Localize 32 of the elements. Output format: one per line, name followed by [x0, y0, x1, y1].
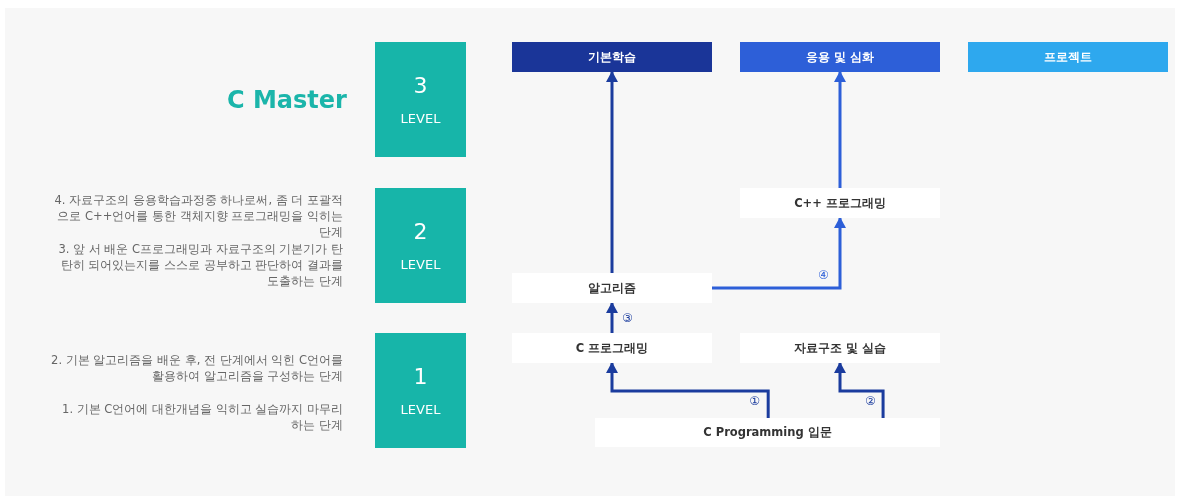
category-header: 프로젝트 — [968, 42, 1168, 72]
category-header: 응용 및 심화 — [740, 42, 940, 72]
level-number: 2 — [413, 219, 428, 245]
level-label: LEVEL — [400, 402, 441, 417]
level-box — [375, 42, 466, 157]
edge-label: ① — [748, 394, 761, 408]
level-box — [375, 333, 466, 448]
arrow — [712, 217, 846, 290]
step-box: 알고리즘 — [512, 273, 712, 303]
category-header: 기본학습 — [512, 42, 712, 72]
step-box: C 프로그래밍 — [512, 333, 712, 363]
arrow — [606, 302, 618, 333]
level-label: LEVEL — [400, 111, 441, 126]
arrow — [606, 71, 618, 273]
edge-label: ② — [864, 394, 877, 408]
step-box: 자료구조 및 실습 — [740, 333, 940, 363]
arrow — [834, 71, 846, 188]
level-box — [375, 188, 466, 303]
description-text: 2. 기본 알고리즘을 배운 후, 전 단계에서 익힌 C언어를 활용하여 알고리즘을 구성하는 단계 — [51, 352, 343, 384]
arrow — [834, 362, 885, 418]
description-text: 3. 앞 서 배운 C프로그래밍과 자료구조의 기본기가 탄탄히 되어있는지를 스스로 공부하고 판단하여 결과를 도출하는 단계 — [57, 241, 343, 289]
step-box: C++ 프로그래밍 — [740, 188, 940, 218]
description-text: 4. 자료구조의 응용학습과정중 하나로써, 좀 더 포괄적으로 C++언어를 통한 객체지향 프로그래밍을 익히는단계 — [53, 192, 343, 240]
edge-label: ④ — [817, 268, 830, 282]
step-box: C Programming 입문 — [595, 418, 940, 447]
title: C Master — [227, 86, 347, 114]
level-number: 1 — [413, 364, 428, 390]
edge-label: ③ — [621, 311, 634, 325]
level-number: 3 — [413, 73, 428, 99]
description-text: 1. 기본 C언어에 대한개념을 익히고 실습까지 마무리 하는 단계 — [61, 401, 343, 433]
level-label: LEVEL — [400, 257, 441, 272]
arrow — [606, 362, 770, 418]
